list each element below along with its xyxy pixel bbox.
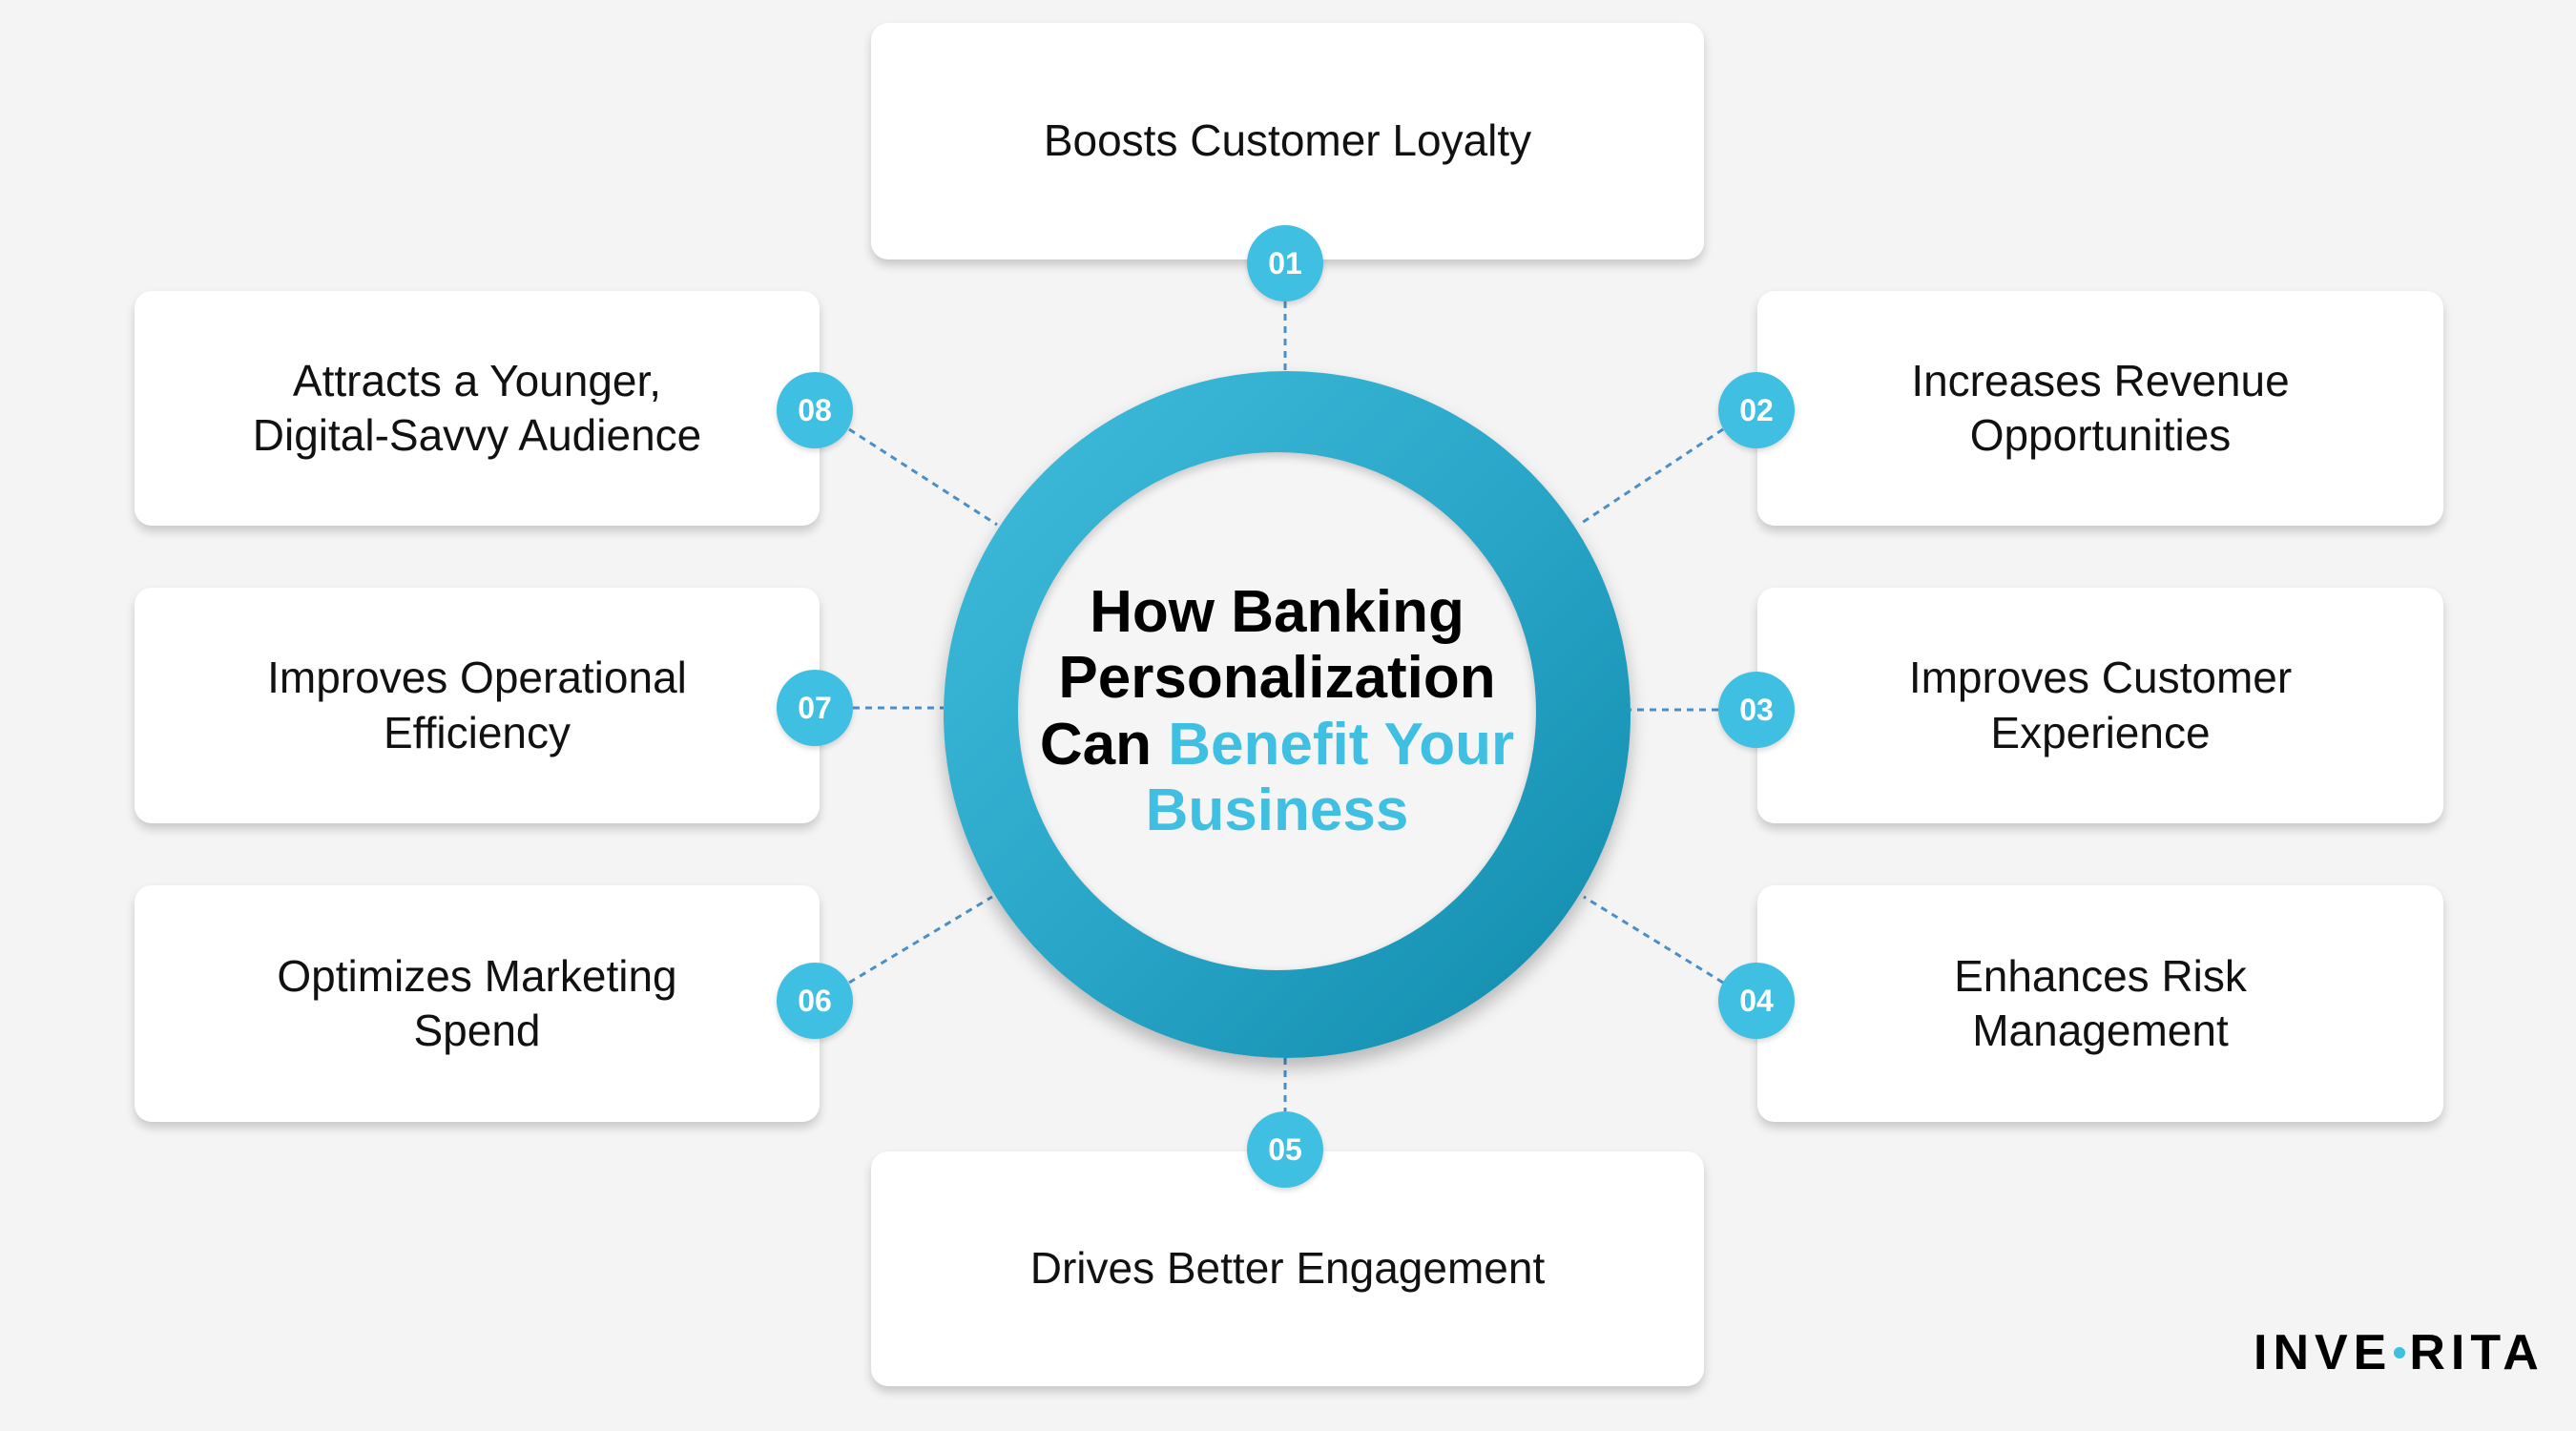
title-line: How Banking xyxy=(1090,578,1465,645)
center-circle: How Banking Personalization Can Benefit … xyxy=(1018,452,1536,970)
benefit-card-03: Improves Customer Experience xyxy=(1757,588,2443,823)
center-title: How Banking Personalization Can Benefit … xyxy=(1039,579,1516,844)
benefit-card-05: Drives Better Engagement xyxy=(871,1151,1704,1386)
benefit-label: Increases Revenue Opportunities xyxy=(1911,355,2290,461)
number-badge-08: 08 xyxy=(777,372,853,448)
number-badge-04: 04 xyxy=(1718,963,1795,1039)
logo-text: INVE xyxy=(2254,1325,2393,1380)
benefit-card-02: Increases Revenue Opportunities xyxy=(1757,291,2443,526)
title-accent-text: Benefit Your xyxy=(1168,711,1515,778)
title-line: Can Benefit Your xyxy=(1039,712,1516,778)
logo-dot-icon xyxy=(2394,1347,2406,1358)
number-badge-07: 07 xyxy=(777,670,853,746)
connector-04 xyxy=(1583,895,1724,985)
logo-text: RITA xyxy=(2409,1325,2545,1380)
number-badge-06: 06 xyxy=(777,963,853,1039)
benefit-card-08: Attracts a Younger, Digital-Savvy Audien… xyxy=(135,291,820,526)
benefit-label: Enhances Risk Management xyxy=(1954,950,2247,1056)
number-badge-03: 03 xyxy=(1718,672,1795,748)
number-badge-05: 05 xyxy=(1247,1111,1323,1188)
number-badge-01: 01 xyxy=(1247,225,1323,301)
benefit-card-04: Enhances Risk Management xyxy=(1757,885,2443,1122)
benefit-label: Optimizes Marketing Spend xyxy=(277,950,677,1056)
connector-08 xyxy=(848,427,998,527)
connector-02 xyxy=(1578,427,1724,527)
number-badge-02: 02 xyxy=(1718,372,1795,448)
benefit-card-06: Optimizes Marketing Spend xyxy=(135,885,820,1122)
benefit-label: Improves Customer Experience xyxy=(1908,653,2293,757)
title-line: Personalization xyxy=(1058,645,1496,712)
benefit-label: Attracts a Younger, Digital-Savvy Audien… xyxy=(252,355,702,461)
benefit-card-07: Improves Operational Efficiency xyxy=(135,588,820,823)
benefit-card-01: Boosts Customer Loyalty xyxy=(871,23,1704,259)
inverita-logo: INVE RITA xyxy=(2254,1324,2545,1381)
benefit-label: Boosts Customer Loyalty xyxy=(1043,115,1532,166)
connector-06 xyxy=(848,895,993,985)
benefit-label: Improves Operational Efficiency xyxy=(267,653,687,757)
title-dark-text: Can xyxy=(1039,711,1153,778)
title-accent-text: Business xyxy=(1145,777,1409,843)
benefit-label: Drives Better Engagement xyxy=(1029,1243,1546,1294)
